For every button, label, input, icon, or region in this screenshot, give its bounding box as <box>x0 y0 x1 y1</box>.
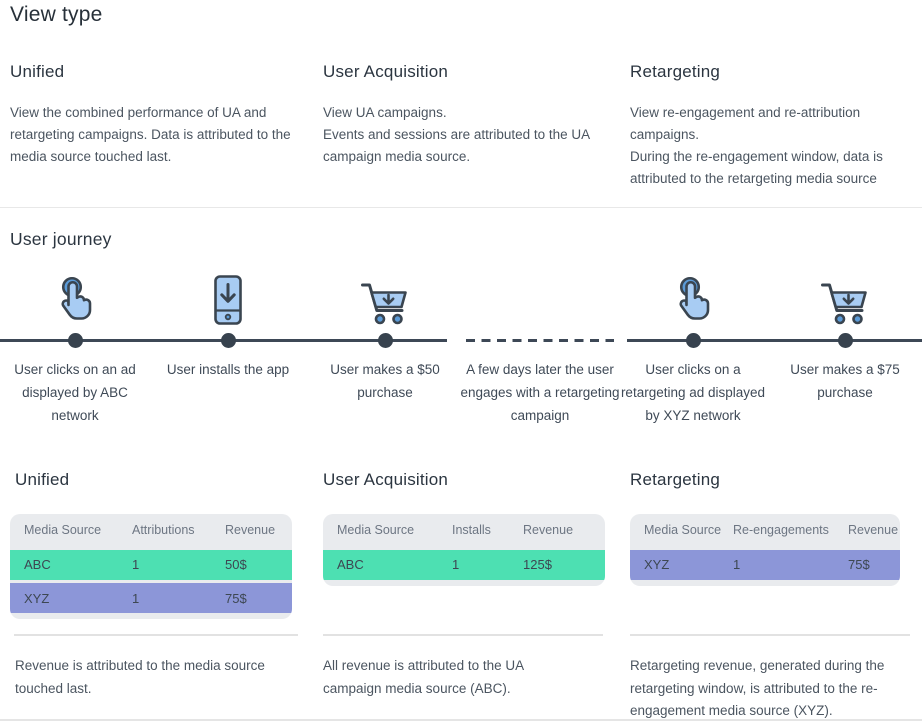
cell-media-source: XYZ <box>24 590 50 606</box>
cell-media-source: XYZ <box>644 557 670 572</box>
caption-divider <box>14 634 298 636</box>
cell-attributions: 1 <box>132 590 140 606</box>
table-row: ABC 1 50$ <box>10 549 292 580</box>
column-header: Media Source <box>24 523 102 537</box>
timeline-dot <box>685 333 701 348</box>
journey-step-label: User clicks on a retargeting ad displaye… <box>620 362 766 423</box>
caption-divider <box>323 634 603 636</box>
unified-description: View the combined performance of UA and … <box>10 105 291 164</box>
journey-step-label: A few days later the user engages with a… <box>460 362 620 423</box>
page-title: View type <box>10 3 103 26</box>
caption-divider <box>630 634 910 636</box>
view-type-col-retargeting: Retargeting View re-engagement and re-at… <box>630 62 920 190</box>
table-row: XYZ 1 75$ <box>10 583 292 613</box>
journey-step-label: User makes a $75 purchase <box>790 362 900 400</box>
phone-install-icon <box>210 274 246 331</box>
timeline-dot <box>67 333 83 348</box>
table-row: ABC 1 125$ <box>323 549 605 580</box>
section-divider <box>0 207 922 208</box>
table-row: XYZ 1 75$ <box>630 549 900 580</box>
timeline-dot <box>837 333 853 348</box>
column-header: Revenue <box>848 523 899 537</box>
bottom-divider <box>0 719 922 721</box>
user-acquisition-heading: User Acquisition <box>323 62 449 81</box>
column-header: Re-engagements <box>733 523 829 537</box>
user-journey-heading: User journey <box>10 229 112 249</box>
retargeting-description: View re-engagement and re-attribution ca… <box>630 105 883 186</box>
cell-installs: 1 <box>452 557 460 572</box>
journey-step-label: User clicks on an ad displayed by ABC ne… <box>14 362 136 423</box>
retargeting-table-heading: Retargeting <box>630 470 721 489</box>
column-header: Installs <box>452 523 491 537</box>
view-type-col-user-acquisition: User Acquisition View UA campaigns. Even… <box>323 62 611 168</box>
cell-re-engagements: 1 <box>733 557 741 572</box>
timeline-line-dashed <box>466 339 614 342</box>
tap-icon <box>51 274 99 331</box>
column-header: Media Source <box>337 523 415 537</box>
journey-timeline: User clicks on an ad displayed by ABC ne… <box>0 274 922 423</box>
retargeting-table: Media Source Re-engagements Revenue XYZ … <box>630 514 900 586</box>
tap-icon <box>669 274 717 331</box>
cell-media-source: ABC <box>337 557 364 572</box>
timeline-dot <box>377 333 393 348</box>
journey-step-label: User installs the app <box>166 362 290 377</box>
view-type-col-unified: Unified View the combined performance of… <box>10 62 298 168</box>
cell-revenue: 75$ <box>848 557 870 572</box>
cell-media-source: ABC <box>24 557 51 572</box>
user-acquisition-caption: All revenue is attributed to the UA camp… <box>323 658 524 696</box>
column-header: Media Source <box>644 523 722 537</box>
user-acquisition-table-heading: User Acquisition <box>323 470 449 489</box>
journey-step-label: User makes a $50 purchase <box>330 362 440 400</box>
user-acquisition-description: View UA campaigns. Events and sessions a… <box>323 105 590 164</box>
unified-heading: Unified <box>10 62 65 81</box>
cart-icon <box>359 280 411 331</box>
timeline-line-solid-right <box>627 339 922 342</box>
table-header-row: Media Source Installs Revenue <box>323 514 605 546</box>
table-header-row: Media Source Re-engagements Revenue <box>630 514 900 546</box>
column-header: Revenue <box>523 523 574 537</box>
cell-revenue: 50$ <box>225 557 247 572</box>
unified-table: Media Source Attributions Revenue ABC 1 … <box>10 514 292 619</box>
column-header: Revenue <box>225 523 276 537</box>
unified-table-heading: Unified <box>15 470 70 489</box>
cell-revenue: 75$ <box>225 590 247 606</box>
retargeting-heading: Retargeting <box>630 62 721 81</box>
column-header: Attributions <box>132 523 195 537</box>
table-header-row: Media Source Attributions Revenue <box>10 514 292 546</box>
cell-attributions: 1 <box>132 557 140 572</box>
user-acquisition-table: Media Source Installs Revenue ABC 1 125$ <box>323 514 605 586</box>
cell-revenue: 125$ <box>523 557 552 572</box>
unified-caption: Revenue is attributed to the media sourc… <box>15 658 265 696</box>
timeline-dot <box>220 333 236 348</box>
retargeting-caption: Retargeting revenue, generated during th… <box>630 658 885 718</box>
cart-icon <box>819 280 871 331</box>
